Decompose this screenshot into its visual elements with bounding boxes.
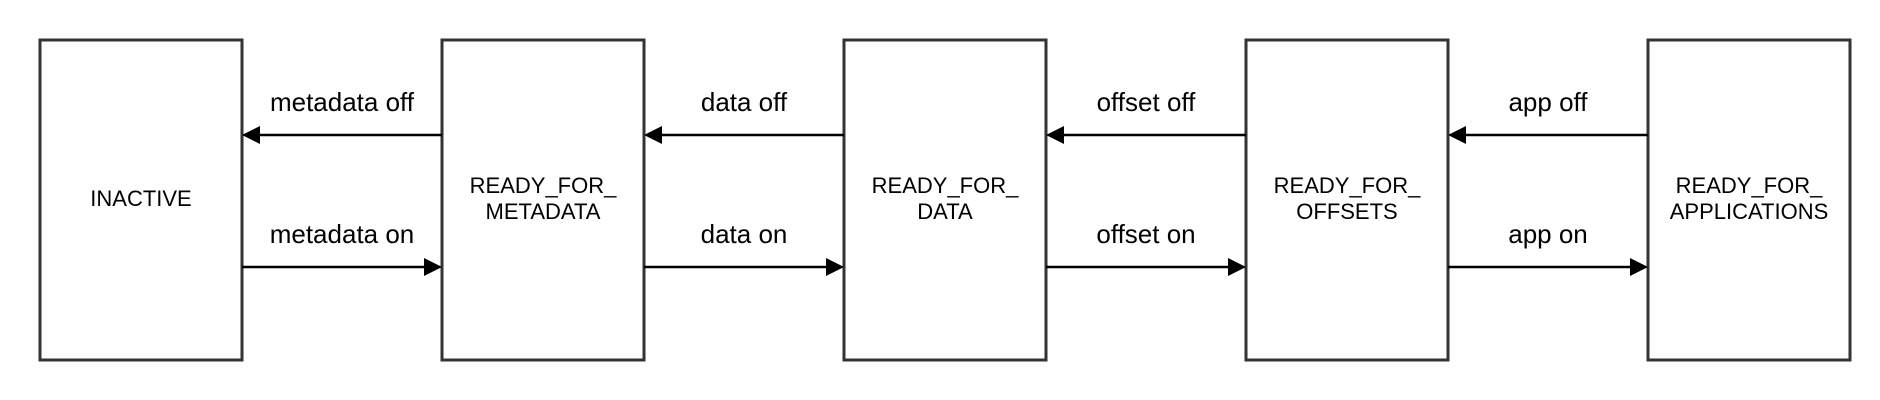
transition-label: metadata on: [270, 219, 415, 249]
transition-app-on: app on: [1448, 219, 1648, 276]
arrowhead-icon: [242, 126, 260, 144]
transition-label: offset on: [1096, 219, 1195, 249]
state-label: INACTIVE: [90, 186, 191, 211]
state-ready-for-offsets: READY_FOR_OFFSETS: [1244, 38, 1450, 362]
state-label: APPLICATIONS: [1670, 199, 1829, 224]
state-label: OFFSETS: [1296, 199, 1397, 224]
transition-label: data off: [701, 87, 788, 117]
state-label: READY_FOR_: [470, 173, 617, 198]
state-ready-for-metadata: READY_FOR_METADATA: [440, 38, 646, 362]
state-box: [440, 38, 646, 362]
state-label: READY_FOR_: [1676, 173, 1823, 198]
state-label: DATA: [917, 199, 973, 224]
state-label: READY_FOR_: [1274, 173, 1421, 198]
state-ready-for-data: READY_FOR_DATA: [842, 38, 1048, 362]
state-inactive: INACTIVE: [38, 38, 244, 362]
state-box: [1244, 38, 1450, 362]
transitions-layer: metadata off metadata on data off data on of…: [242, 87, 1648, 276]
transition-metadata-off: metadata off: [242, 87, 442, 144]
state-ready-for-applications: READY_FOR_APPLICATIONS: [1646, 38, 1852, 362]
transition-metadata-on: metadata on: [242, 219, 442, 276]
transition-data-off: data off: [644, 87, 844, 144]
arrowhead-icon: [1046, 126, 1064, 144]
transition-label: app off: [1508, 87, 1588, 117]
arrowhead-icon: [424, 258, 442, 276]
arrowhead-icon: [1448, 126, 1466, 144]
arrowhead-icon: [826, 258, 844, 276]
state-box: [1646, 38, 1852, 362]
arrowhead-icon: [644, 126, 662, 144]
state-box: [842, 38, 1048, 362]
state-label: READY_FOR_: [872, 173, 1019, 198]
transition-label: metadata off: [270, 87, 415, 117]
transition-offset-off: offset off: [1046, 87, 1246, 144]
arrowhead-icon: [1228, 258, 1246, 276]
transition-app-off: app off: [1448, 87, 1648, 144]
states-layer: INACTIVEREADY_FOR_METADATAREADY_FOR_DATA…: [38, 38, 1852, 362]
transition-label: app on: [1508, 219, 1588, 249]
transition-data-on: data on: [644, 219, 844, 276]
transition-offset-on: offset on: [1046, 219, 1246, 276]
transition-label: data on: [701, 219, 788, 249]
arrowhead-icon: [1630, 258, 1648, 276]
state-box: [38, 38, 244, 362]
state-label: METADATA: [486, 199, 601, 224]
transition-label: offset off: [1097, 87, 1197, 117]
